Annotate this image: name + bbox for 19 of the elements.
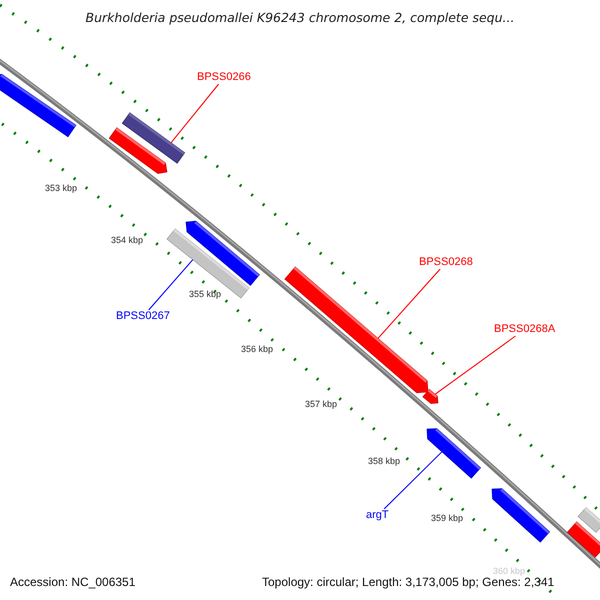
scale-label: 356 kbp bbox=[241, 344, 274, 354]
gene-label: BPSS0268A bbox=[494, 323, 556, 336]
scale-label: 355 kbp bbox=[189, 289, 222, 299]
info-text: Topology: circular; Length: 3,173,005 bp; Genes: 2,341 bbox=[262, 575, 554, 589]
gene-label: BPSS0266 bbox=[197, 71, 251, 84]
leader-line bbox=[378, 268, 441, 339]
scale-label: 357 kbp bbox=[305, 399, 338, 409]
leader-line bbox=[148, 259, 194, 310]
scale-label: 358 kbp bbox=[368, 456, 400, 466]
gene-label: argT bbox=[366, 509, 389, 522]
leader-line bbox=[384, 451, 442, 510]
scale-label: 353 kbp bbox=[45, 183, 78, 193]
gene-label: BPSS0268 bbox=[419, 256, 473, 269]
leader-line bbox=[170, 84, 220, 144]
info-text: Accession: NC_006351 bbox=[10, 575, 136, 589]
scale-label: 354 kbp bbox=[111, 235, 144, 245]
leader-line bbox=[434, 336, 516, 395]
scale-label: 359 kbp bbox=[431, 513, 464, 523]
title: Burkholderia pseudomallei K96243 chromosome 2, complete sequ... bbox=[84, 10, 516, 25]
